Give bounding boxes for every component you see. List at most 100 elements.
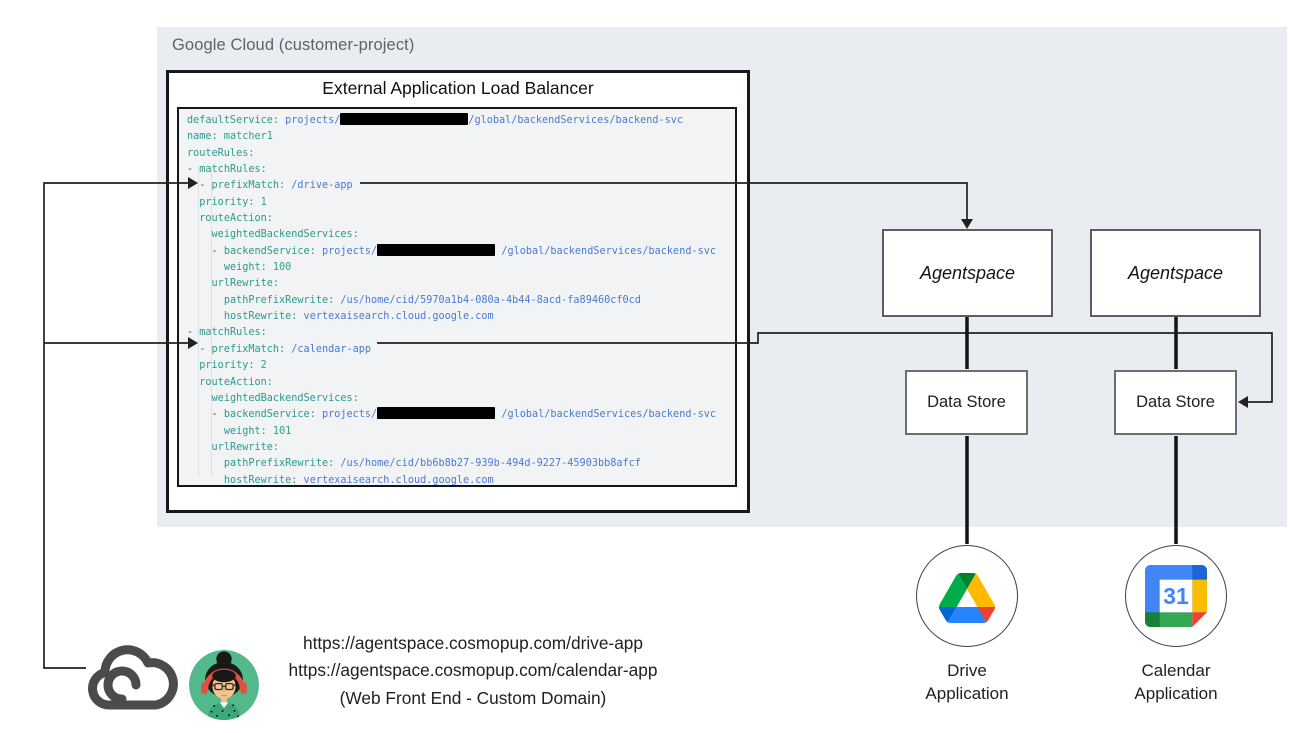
load-balancer-title: External Application Load Balancer <box>322 78 594 98</box>
code-line: name: matcher1 <box>187 129 735 145</box>
code-segment <box>187 295 224 306</box>
agentspace-box-calendar: Agentspace <box>1090 229 1261 317</box>
code-segment: - <box>187 164 200 176</box>
code-segment: routeAction: <box>199 376 273 388</box>
code-segment: - <box>187 180 212 192</box>
data-store-label: Data Store <box>1136 393 1215 411</box>
code-line: weightedBackendServices: <box>187 227 735 243</box>
cloud-outline-icon <box>88 645 178 710</box>
code-segment: weightedBackendServices: <box>211 229 359 241</box>
code-line: defaultService: projects//global/backend… <box>187 113 735 129</box>
code-line: urlRewrite: <box>187 440 735 456</box>
code-segment: hostRewrite: <box>223 474 298 486</box>
code-segment <box>187 278 212 289</box>
redaction-bar <box>340 113 469 125</box>
drive-app-label: Drive Application <box>925 661 1009 703</box>
code-segment <box>187 409 212 420</box>
calendar-day-text: 31 <box>1163 583 1189 609</box>
code-segment: weightedBackendServices: <box>211 392 359 404</box>
code-line: weight: 100 <box>187 260 735 276</box>
code-segment: weight: <box>223 425 267 437</box>
agentspace-label: Agentspace <box>1127 262 1224 283</box>
code-segment: urlRewrite: <box>211 441 280 453</box>
code-line: - matchRules: <box>187 325 735 341</box>
code-segment: priority: <box>199 196 255 208</box>
code-line: weight: 101 <box>187 424 735 440</box>
code-segment: defaultService: <box>187 115 280 126</box>
code-segment: projects/ <box>315 245 378 257</box>
code-segment: prefixMatch: <box>211 180 286 192</box>
code-segment: /us/home/cid/bb6b8b27-939b-494d-9227-459… <box>334 458 641 470</box>
redaction-bar <box>377 407 496 420</box>
code-segment: backendService: <box>223 245 316 257</box>
code-line: weightedBackendServices: <box>187 391 735 407</box>
calendar-app-label: Calendar Application <box>1134 661 1218 703</box>
code-line: - backendService: projects/ /global/back… <box>187 407 735 423</box>
url-calendar-app: https://agentspace.cosmopup.com/calendar… <box>288 660 658 681</box>
indent-guide <box>211 167 212 477</box>
code-segment: /global/backendServices/backend-svc <box>495 245 716 257</box>
code-segment: matcher1 <box>217 131 273 143</box>
code-segment: - <box>187 343 212 355</box>
code-segment <box>187 393 212 404</box>
indent-guide <box>198 167 199 477</box>
data-store-label: Data Store <box>927 393 1006 411</box>
code-segment: vertexaisearch.cloud.google.com <box>297 311 494 323</box>
code-segment: /global/backendServices/backend-svc <box>495 409 716 421</box>
code-segment <box>187 262 224 273</box>
code-segment: - <box>187 327 200 339</box>
code-segment: /global/backendServices/backend-svc <box>468 115 684 126</box>
code-segment: backendService: <box>223 409 316 421</box>
code-line: urlRewrite: <box>187 276 735 292</box>
url-drive-app: https://agentspace.cosmopup.com/drive-ap… <box>302 633 644 653</box>
code-segment <box>187 377 199 388</box>
code-segment: 1 <box>254 196 267 208</box>
code-segment: pathPrefixRewrite: <box>223 458 335 470</box>
data-store-box-calendar: Data Store <box>1114 370 1237 435</box>
code-segment: 100 <box>266 262 292 274</box>
google-cloud-boundary: Google Cloud (customer-project) External… <box>157 27 1287 527</box>
code-segment <box>187 213 199 224</box>
web-front-end-caption: (Web Front End - Custom Domain) <box>339 687 607 708</box>
load-balancer-box: External Application Load Balancer defau… <box>166 70 750 513</box>
code-line: routeAction: <box>187 375 735 391</box>
code-segment: routeRules: <box>187 147 255 159</box>
code-lines: defaultService: projects/ /global/backend… <box>187 113 735 486</box>
code-segment: routeAction: <box>199 213 273 225</box>
code-line: priority: 2 <box>187 358 735 374</box>
agentspace-label: Agentspace <box>919 262 1016 283</box>
code-line: priority: 1 <box>187 195 735 211</box>
drive-app-circle <box>916 545 1018 647</box>
code-segment <box>187 246 212 257</box>
code-segment <box>187 311 224 322</box>
code-line: - prefixMatch: /drive-app <box>187 178 735 194</box>
agentspace-box-drive: Agentspace <box>882 229 1053 317</box>
code-segment <box>187 360 199 371</box>
user-avatar-icon <box>189 650 259 720</box>
code-line: routeRules: <box>187 146 735 162</box>
code-segment: matchRules: <box>199 164 267 176</box>
code-segment: urlRewrite: <box>211 278 280 290</box>
code-segment: hostRewrite: <box>223 311 298 323</box>
code-segment: matchRules: <box>199 327 267 339</box>
code-segment <box>187 458 224 469</box>
code-segment <box>187 426 224 437</box>
code-segment: /us/home/cid/5970a1b4-080a-4b44-8acd-fa8… <box>334 294 641 306</box>
code-segment <box>187 475 224 485</box>
code-segment: /drive-app <box>285 180 353 192</box>
code-segment <box>187 442 212 453</box>
code-line: hostRewrite: vertexaisearch.cloud.google… <box>187 309 735 325</box>
redaction-bar <box>377 243 496 256</box>
code-segment <box>187 197 199 208</box>
code-segment: projects/ <box>315 409 378 421</box>
code-line: routeAction: <box>187 211 735 227</box>
google-drive-icon <box>939 573 995 623</box>
code-segment: 101 <box>266 425 292 437</box>
code-segment: /calendar-app <box>285 343 372 355</box>
code-segment: name: <box>187 131 218 143</box>
route-config-code: defaultService: projects/ /global/backend… <box>177 107 737 487</box>
code-segment: vertexaisearch.cloud.google.com <box>297 474 494 486</box>
code-segment: pathPrefixRewrite: <box>223 294 335 306</box>
code-segment: prefixMatch: <box>211 343 286 355</box>
